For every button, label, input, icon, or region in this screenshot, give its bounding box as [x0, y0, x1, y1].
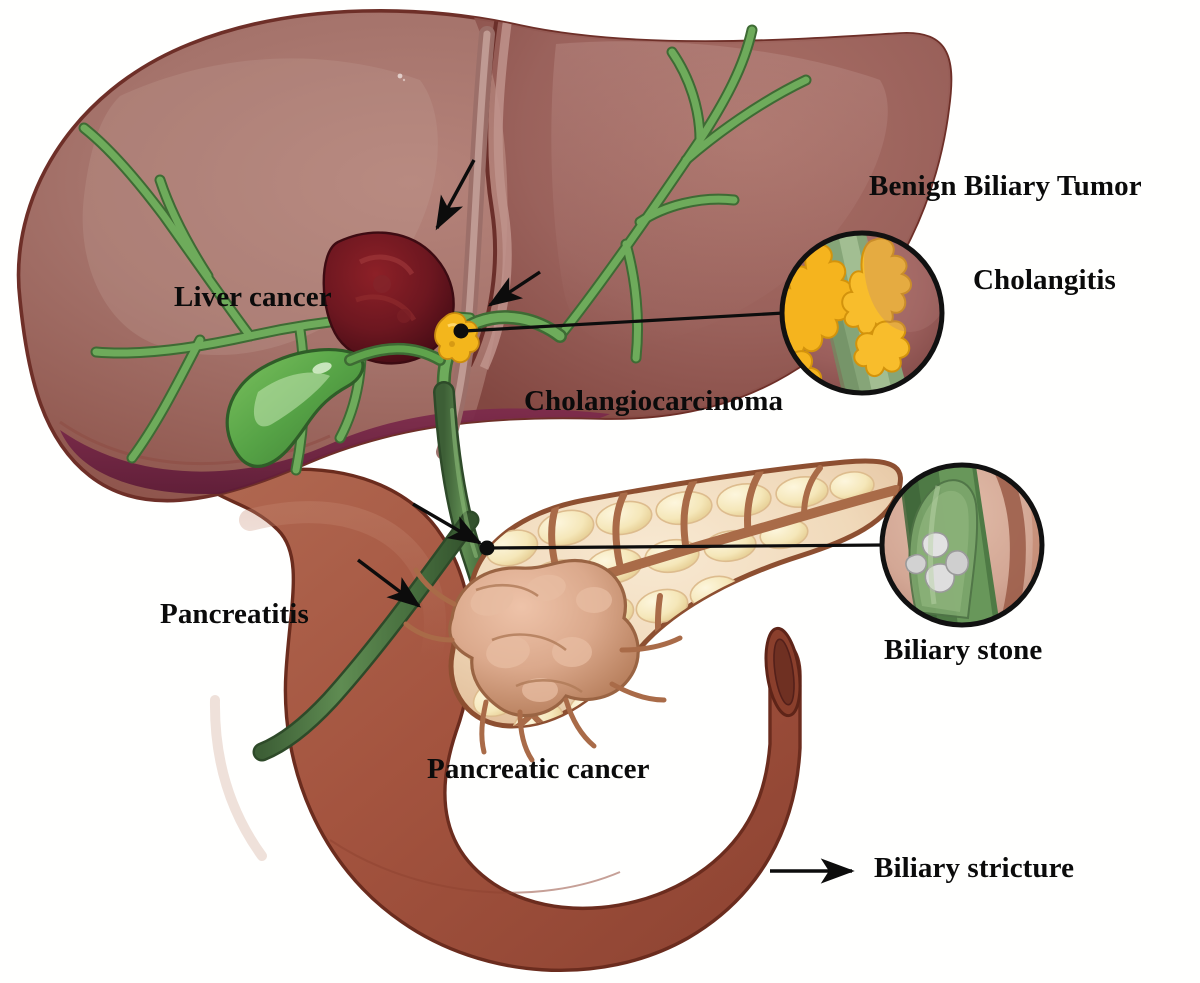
- cholangiocarcinoma-nodule: [434, 312, 480, 364]
- hepatic-artery: [436, 26, 495, 460]
- label-biliary-stone: Biliary stone: [884, 634, 1043, 666]
- duodenum-cut-end: [764, 626, 802, 718]
- stricture-arrow-distal-cbd: [412, 502, 483, 545]
- label-pancreatic-cancer: Pancreatic cancer: [427, 753, 650, 785]
- leader-lines: [453, 311, 885, 556]
- label-cholangiocarcinoma: Cholangiocarcinoma: [524, 385, 784, 417]
- pancreatic-tumor: [403, 558, 683, 763]
- label-benign-biliary-tumor: Benign Biliary Tumor: [869, 170, 1142, 202]
- bile-duct-tree: [78, 24, 812, 476]
- cholangitis-inset: [779, 230, 945, 396]
- biliary-stone-inset: [879, 462, 1045, 628]
- duodenum: [202, 467, 802, 973]
- label-liver-cancer: Liver cancer: [174, 281, 332, 313]
- label-cholangitis: Cholangitis: [973, 264, 1116, 296]
- stricture-arrow-hilum-upper: [435, 159, 476, 231]
- label-pancreatitis: Pancreatitis: [160, 598, 309, 630]
- label-biliary-stricture: Biliary stricture: [874, 852, 1075, 884]
- stricture-arrows: [356, 159, 855, 884]
- stricture-arrow-pancreatic-duct: [356, 558, 422, 608]
- stricture-arrow-hilum-lower: [487, 270, 541, 307]
- gallbladder: [225, 342, 446, 468]
